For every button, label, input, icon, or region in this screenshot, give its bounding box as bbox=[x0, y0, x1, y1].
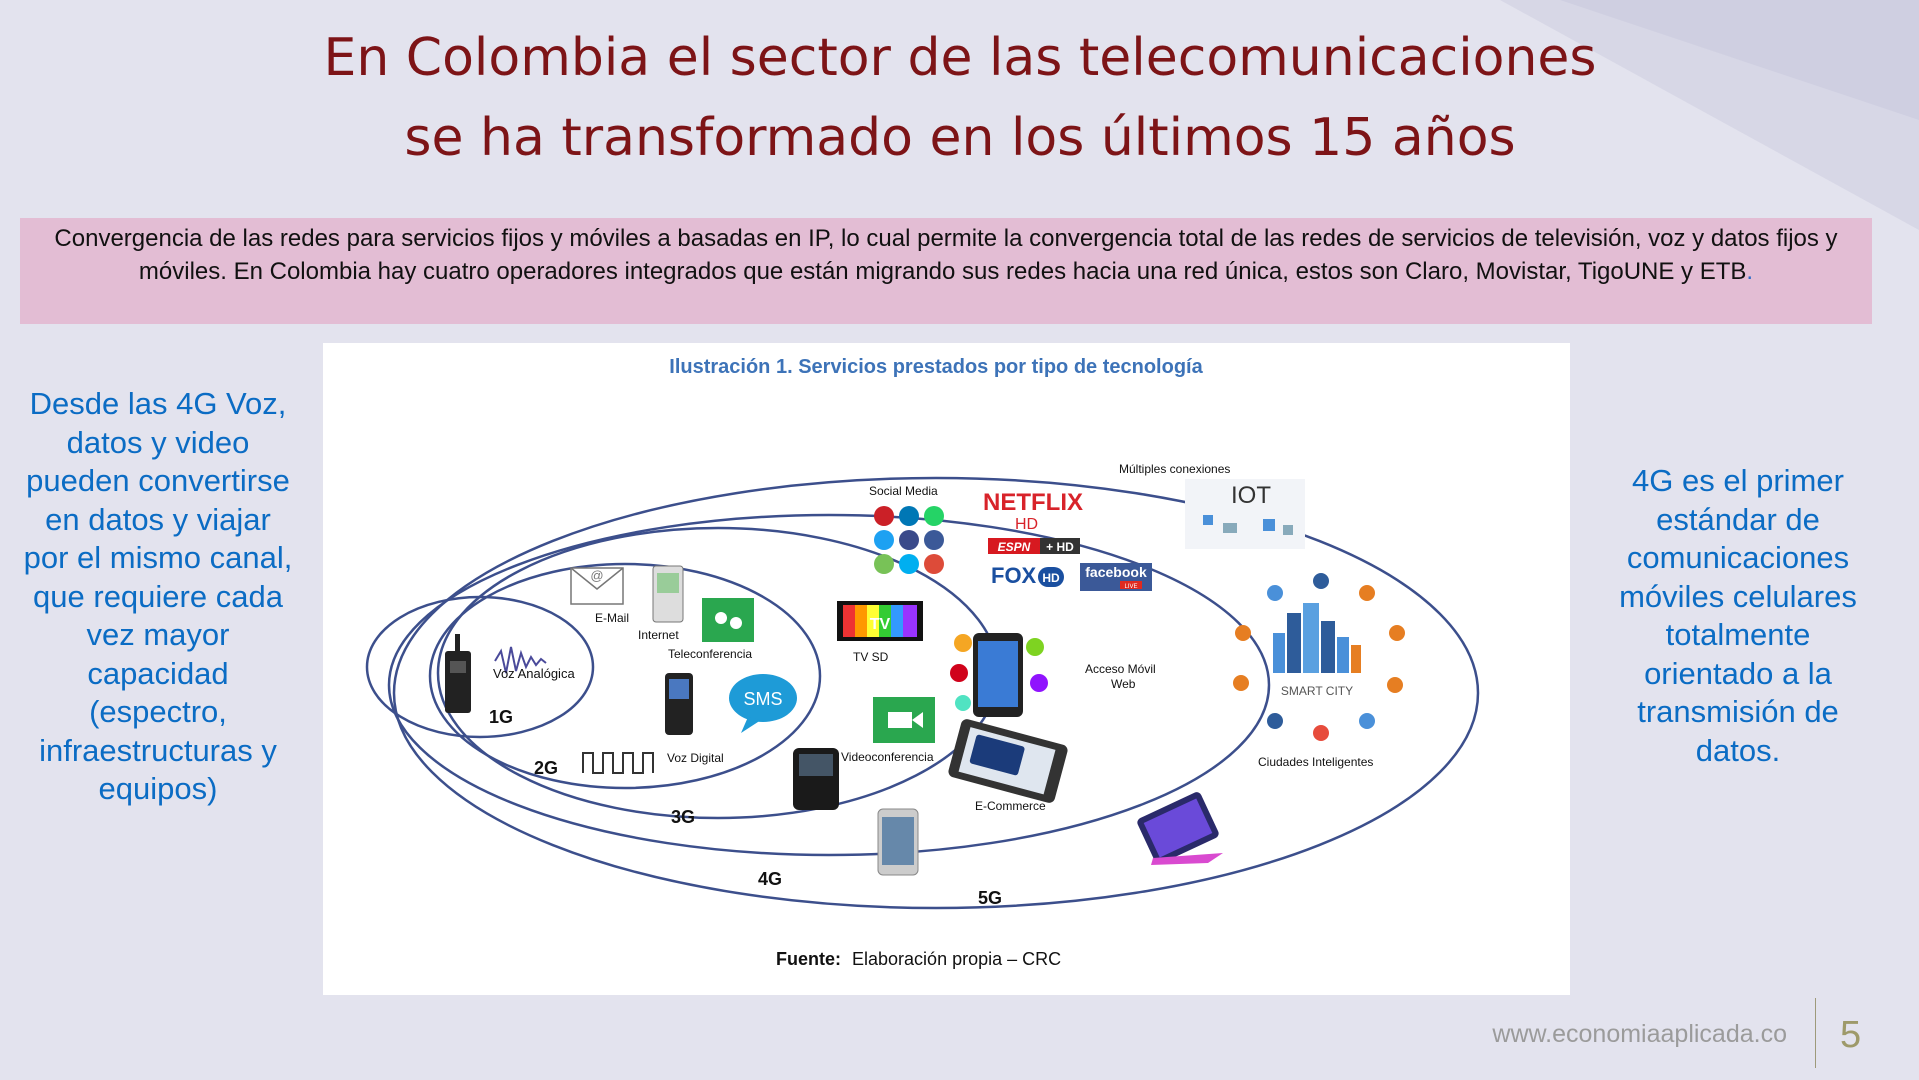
internet-phone-icon bbox=[652, 565, 684, 623]
pinterest-icon bbox=[874, 506, 894, 526]
fox-text: FOX bbox=[991, 563, 1037, 588]
linkedin-icon bbox=[899, 506, 919, 526]
videoconference-icon bbox=[873, 697, 935, 743]
iot-icon: IOT bbox=[1185, 479, 1305, 549]
fox-hd-text: HD bbox=[1042, 571, 1060, 585]
generation-rings bbox=[365, 476, 1480, 910]
slide-title: En Colombia el sector de las telecomunic… bbox=[200, 18, 1720, 178]
mobile-apps-phone-icon bbox=[950, 633, 1048, 717]
services-diagram: Ilustración 1. Servicios prestados por t… bbox=[365, 356, 1480, 969]
label-5g: 5G bbox=[978, 888, 1002, 908]
service-internet: Internet bbox=[638, 628, 679, 642]
twitter-icon bbox=[874, 530, 894, 550]
technology-services-figure: Ilustración 1. Servicios prestados por t… bbox=[323, 343, 1570, 995]
label-1g: 1G bbox=[489, 707, 513, 727]
source-text: Elaboración propia – CRC bbox=[852, 949, 1061, 969]
ring-5g bbox=[392, 476, 1480, 910]
service-acceso-movil: Acceso Móvil bbox=[1085, 662, 1156, 676]
service-videoconferencia: Videoconferencia bbox=[841, 750, 934, 764]
label-2g: 2G bbox=[534, 758, 558, 778]
iot-label: IOT bbox=[1231, 482, 1271, 509]
fox-logo: FOX HD bbox=[991, 563, 1064, 588]
xbox-icon bbox=[899, 530, 919, 550]
analog-wave-icon bbox=[494, 646, 547, 674]
label-3g: 3G bbox=[671, 807, 695, 827]
tv-label: TV bbox=[870, 616, 891, 633]
android-icon bbox=[874, 554, 894, 574]
tv-icon: TV bbox=[837, 601, 923, 641]
digital-wave-icon bbox=[582, 752, 654, 774]
smartphone-icon bbox=[877, 808, 919, 876]
left-note: Desde las 4G Voz, datos y video pueden c… bbox=[23, 386, 293, 806]
svg-text:@: @ bbox=[590, 568, 603, 583]
facebook-live-logo: facebook LIVE bbox=[1080, 563, 1152, 591]
source-label: Fuente: bbox=[776, 949, 841, 969]
service-multiples-conexiones: Múltiples conexiones bbox=[1119, 462, 1230, 476]
smart-city-icon bbox=[1233, 573, 1405, 741]
figure-source: Fuente: Elaboración propia – CRC bbox=[776, 949, 1061, 969]
title-line-2: se ha transformado en los últimos 15 año… bbox=[404, 108, 1516, 168]
footer-url[interactable]: www.economiaaplicada.co bbox=[1492, 1020, 1787, 1048]
facebook-icon bbox=[924, 530, 944, 550]
social-media-icons bbox=[874, 506, 944, 574]
ring-2g bbox=[428, 562, 822, 790]
google-plus-icon bbox=[924, 554, 944, 574]
service-smart-city: SMART CITY bbox=[1281, 684, 1353, 698]
service-voz-digital: Voz Digital bbox=[667, 751, 724, 765]
netflix-logo: NETFLIX HD bbox=[983, 489, 1083, 533]
brick-phone-icon bbox=[445, 634, 471, 713]
service-sms: SMS bbox=[743, 689, 782, 709]
facebook-live-text: LIVE bbox=[1124, 584, 1137, 590]
whatsapp-icon bbox=[924, 506, 944, 526]
service-ciudades-inteligentes: Ciudades Inteligentes bbox=[1258, 755, 1373, 769]
service-tv-sd: TV SD bbox=[853, 650, 889, 664]
ecommerce-tablet-icon bbox=[948, 719, 1068, 803]
foldable-device-icon bbox=[1137, 792, 1223, 865]
teleconference-icon bbox=[702, 598, 754, 642]
email-icon: @ bbox=[570, 567, 624, 605]
page-number: 5 bbox=[1840, 1014, 1862, 1056]
service-ecommerce: E-Commerce bbox=[975, 799, 1046, 813]
skype-icon bbox=[899, 554, 919, 574]
service-teleconferencia: Teleconferencia bbox=[668, 647, 752, 661]
banner-dot: . bbox=[1746, 258, 1754, 285]
label-4g: 4G bbox=[758, 869, 782, 889]
right-note: 4G es el primer estándar de comunicacion… bbox=[1619, 463, 1857, 768]
espn-text: ESPN bbox=[998, 540, 1031, 554]
ring-4g bbox=[387, 513, 1271, 857]
espn-logo: ESPN + HD bbox=[988, 538, 1080, 554]
espn-hd-text: + HD bbox=[1046, 540, 1074, 554]
service-social-media: Social Media bbox=[869, 484, 938, 498]
banner-text: Convergencia de las redes para servicios… bbox=[54, 225, 1838, 285]
figure-caption: Ilustración 1. Servicios prestados por t… bbox=[669, 356, 1203, 378]
service-acceso-movil-web: Web bbox=[1111, 677, 1136, 691]
digital-phone-icon bbox=[665, 673, 693, 735]
netflix-text: NETFLIX bbox=[983, 489, 1083, 516]
service-email: E-Mail bbox=[595, 611, 629, 625]
service-voz-analogica: Voz Analógica bbox=[493, 666, 575, 681]
convergence-banner: Convergencia de las redes para servicios… bbox=[20, 218, 1872, 324]
footer-divider bbox=[1815, 998, 1816, 1068]
ring-1g bbox=[365, 595, 595, 739]
blackberry-icon bbox=[793, 748, 839, 810]
sms-icon: SMS bbox=[729, 674, 797, 733]
netflix-hd-text: HD bbox=[1015, 516, 1038, 533]
facebook-text: facebook bbox=[1085, 564, 1147, 580]
title-line-1: En Colombia el sector de las telecomunic… bbox=[323, 28, 1597, 88]
